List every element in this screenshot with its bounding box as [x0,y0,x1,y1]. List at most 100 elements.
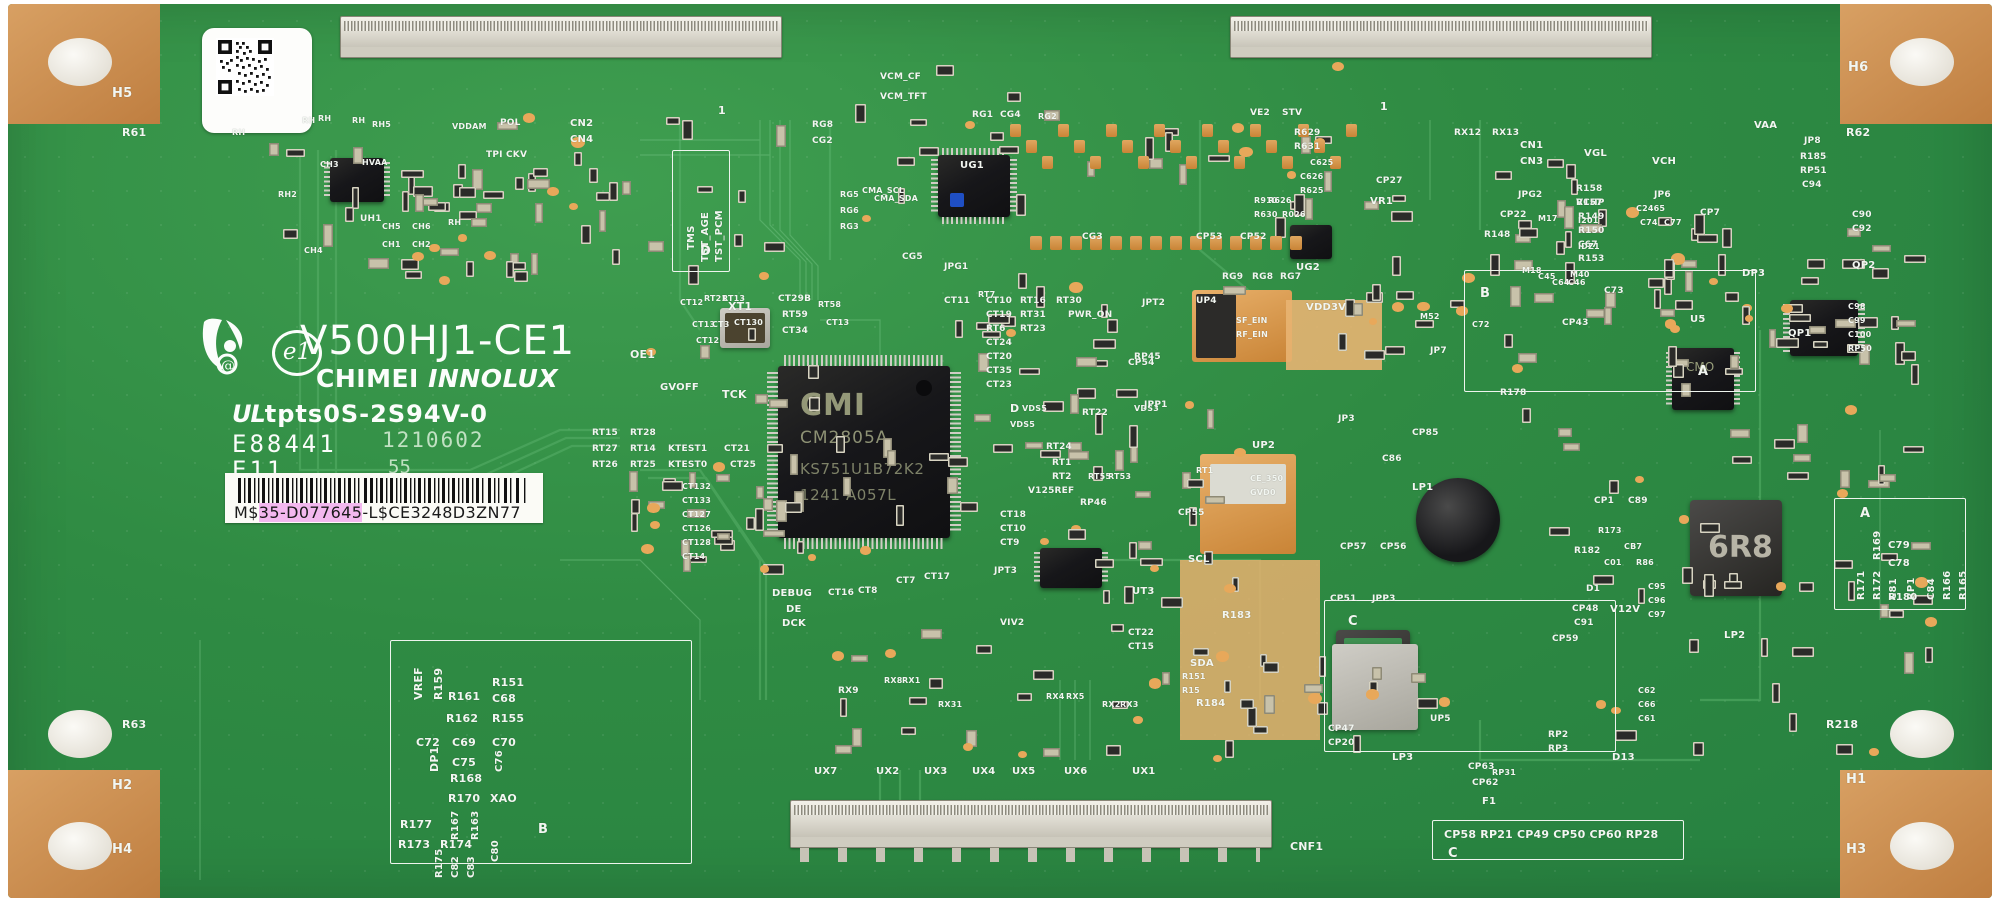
smd-component [1731,455,1753,464]
silk-label-lp1: LP1 [1412,482,1434,493]
via-pad [1307,692,1322,704]
smd-component [282,228,299,239]
transformer-up4 [1192,290,1292,362]
tan-pad [1250,236,1262,250]
silk-label-rg1: RG1 [972,110,994,120]
smd-component [716,532,731,541]
via-pad [1462,272,1475,283]
smd-component [1352,302,1363,316]
silk-label-sda: SDA [1190,658,1214,669]
ic-leads-right [950,372,961,532]
silk-vref: VREF [412,667,425,700]
silk-label-c67: C67 [1578,240,1598,250]
tan-pad [1050,236,1062,250]
smd-component [1324,170,1332,193]
smd-component [882,438,893,459]
silk-label-ct12: CT12 [680,298,704,307]
silk-label-qp1: QP1 [1788,328,1812,339]
silk-label-vr1: VR1 [1370,196,1393,207]
silk-label-h5: H5 [112,86,133,101]
silk-label-rt31: RT31 [1020,310,1046,320]
smd-component [535,202,543,224]
smd-component [959,501,979,513]
tan-pad [1186,156,1197,169]
inductor-lp1 [1416,478,1500,562]
smd-component [1604,291,1616,308]
silk-label-r026: R026 [1282,210,1306,219]
smd-component [401,169,424,179]
smd-component [1025,441,1044,450]
silk-label-f1: F1 [1482,796,1497,807]
smd-component [850,654,869,663]
smd-component [1534,292,1555,303]
smd-component [1262,662,1279,673]
silk-label-ckv: CKV [506,150,528,160]
smd-component [734,233,743,248]
silk-label-1: 1 [718,104,726,117]
smd-component [1847,344,1864,354]
connector-cnf1[interactable] [790,800,1272,848]
smd-component [1364,200,1379,210]
silk-c83: C83 [466,856,477,878]
via-pad [1869,748,1879,756]
tan-pad [1218,140,1229,153]
silk-label-ct10: CT10 [986,296,1013,306]
silk-label-r86: R86 [1636,558,1654,567]
smd-component [1793,454,1811,463]
board-model-number: V500HJ1-CE1 [300,318,576,364]
smd-component [452,183,463,198]
smd-component [809,397,820,412]
silk-label-ux6: UX6 [1064,766,1088,777]
smd-component [415,198,438,206]
silk-label-rt59: RT59 [782,310,808,320]
smd-component [1585,309,1605,319]
connector-cn1-top-left[interactable] [340,16,782,58]
via-pad [1844,404,1858,415]
connector-cn1-top-right[interactable] [1230,16,1652,58]
smd-component [413,186,434,197]
via-pad [1670,253,1685,265]
silk-label-cp57: CP57 [1340,542,1367,552]
smd-component [323,224,333,247]
tan-pad [1090,236,1102,250]
silk-label-r150: R150 [1578,226,1605,236]
smd-component [466,260,475,278]
smd-component [1067,529,1087,540]
silk-label-rp50: RP50 [1848,344,1872,353]
silk-label-rt6: RT6 [986,324,1006,334]
smd-component [405,270,422,279]
smd-component [976,321,990,330]
silk-c84: C84 [1926,578,1937,600]
silk-r162: R162 [446,712,479,725]
silk-r174: R174 [440,838,473,851]
smd-component [510,253,519,267]
smd-component [1547,159,1565,169]
smd-component [929,453,950,461]
silk-label-r182: R182 [1574,546,1601,556]
smd-component [947,476,959,495]
tan-pad [1330,156,1341,169]
smd-component [476,203,492,214]
smd-component [1696,234,1718,244]
smd-component [513,270,529,282]
silk-r165: R165 [1958,570,1969,600]
screw-hole-top-left [48,38,112,86]
smd-component [1789,713,1797,732]
silk-r169: R169 [1872,530,1883,560]
via-pad [547,186,559,197]
smd-component [696,185,713,193]
silk-c78: C78 [1888,558,1910,569]
smd-component [834,745,853,755]
smd-component [401,191,410,212]
smd-component [1890,315,1899,330]
smd-component [1913,594,1934,606]
mount-pad-top-right [1840,4,1992,124]
silk-label-rt24: RT24 [1046,442,1072,452]
via-pad [1216,651,1230,662]
connector-body [1231,47,1651,57]
smd-component [755,508,765,531]
smd-component [598,209,607,232]
silk-label-rx4: RX4 [1046,692,1065,701]
silk-r159: R159 [432,667,445,700]
smd-component [776,500,787,523]
